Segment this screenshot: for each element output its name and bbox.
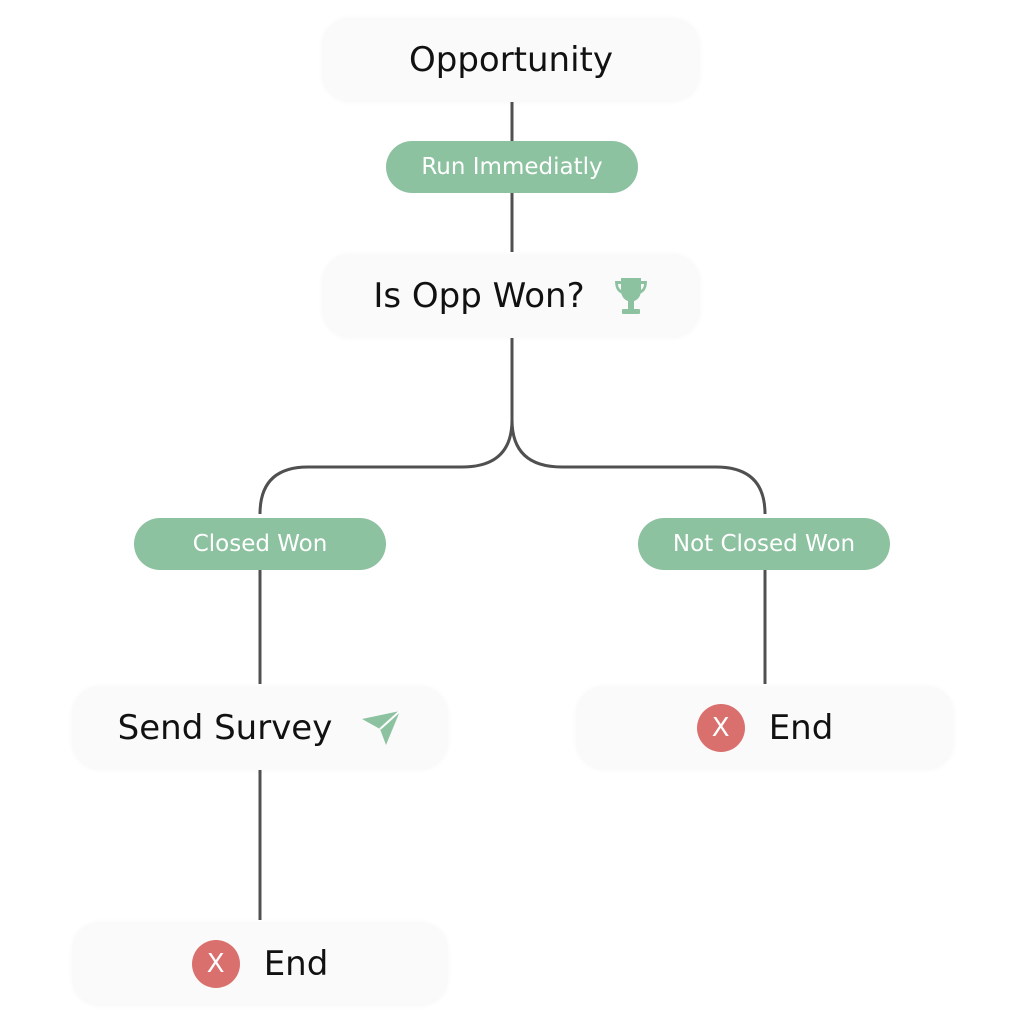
node-send-survey[interactable]: Send Survey <box>72 686 448 770</box>
node-end-right[interactable]: X End <box>576 686 954 770</box>
node-end-bottom-label: End <box>263 944 329 984</box>
branch-not-closed-won-pill: Not Closed Won <box>638 518 890 570</box>
node-end-right-label: End <box>768 708 834 748</box>
node-opportunity-label: Opportunity <box>408 40 614 80</box>
branch-closed-won-label: Closed Won <box>192 531 328 557</box>
paper-plane-icon <box>360 709 402 747</box>
trigger-label: Run Immediatly <box>421 154 603 180</box>
node-send-survey-label: Send Survey <box>117 708 333 748</box>
connector-decision-fork <box>258 338 514 515</box>
connector-decision-fork-right <box>510 419 767 515</box>
end-x-icon: X <box>696 704 745 752</box>
node-is-opp-won[interactable]: Is Opp Won? <box>322 254 700 338</box>
end-x-icon: X <box>191 940 240 988</box>
node-opportunity[interactable]: Opportunity <box>322 18 700 102</box>
branch-not-closed-won-label: Not Closed Won <box>672 531 856 557</box>
branch-closed-won-pill: Closed Won <box>134 518 386 570</box>
node-is-opp-won-label: Is Opp Won? <box>373 276 585 316</box>
node-end-bottom[interactable]: X End <box>72 922 448 1006</box>
trigger-label-pill: Run Immediatly <box>386 141 638 193</box>
trophy-icon <box>613 276 649 316</box>
